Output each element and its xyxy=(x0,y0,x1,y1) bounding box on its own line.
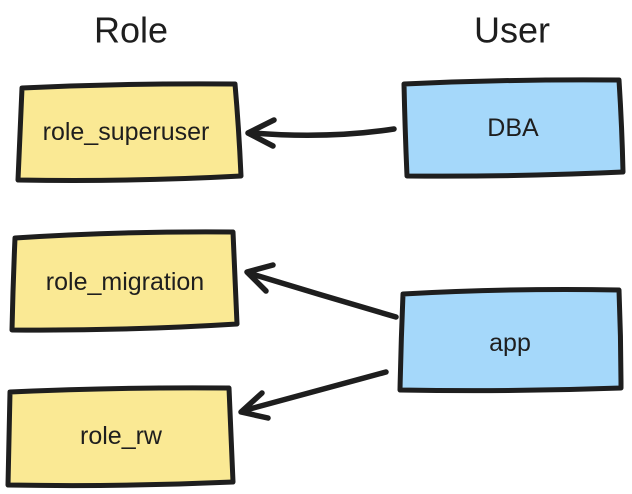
node-box-dba xyxy=(401,77,626,179)
column-heading-user: User xyxy=(473,9,551,51)
node-label-role-superuser: role_superuser xyxy=(42,118,210,146)
node-box-app xyxy=(397,287,624,394)
node-label-app: app xyxy=(489,329,531,357)
node-box-role-superuser xyxy=(15,81,244,183)
column-heading-role: Role xyxy=(93,9,169,51)
node-label-role-migration: role_migration xyxy=(45,268,205,296)
arrow-app-to-role-rw xyxy=(238,369,389,421)
node-label-dba: DBA xyxy=(487,114,539,142)
arrow-app-to-role-migration xyxy=(244,262,399,320)
arrow-dba-to-role-superuser xyxy=(245,117,397,149)
node-label-role-rw: role_rw xyxy=(80,422,162,450)
node-box-role-rw xyxy=(5,385,236,489)
node-box-role-migration xyxy=(9,229,240,333)
